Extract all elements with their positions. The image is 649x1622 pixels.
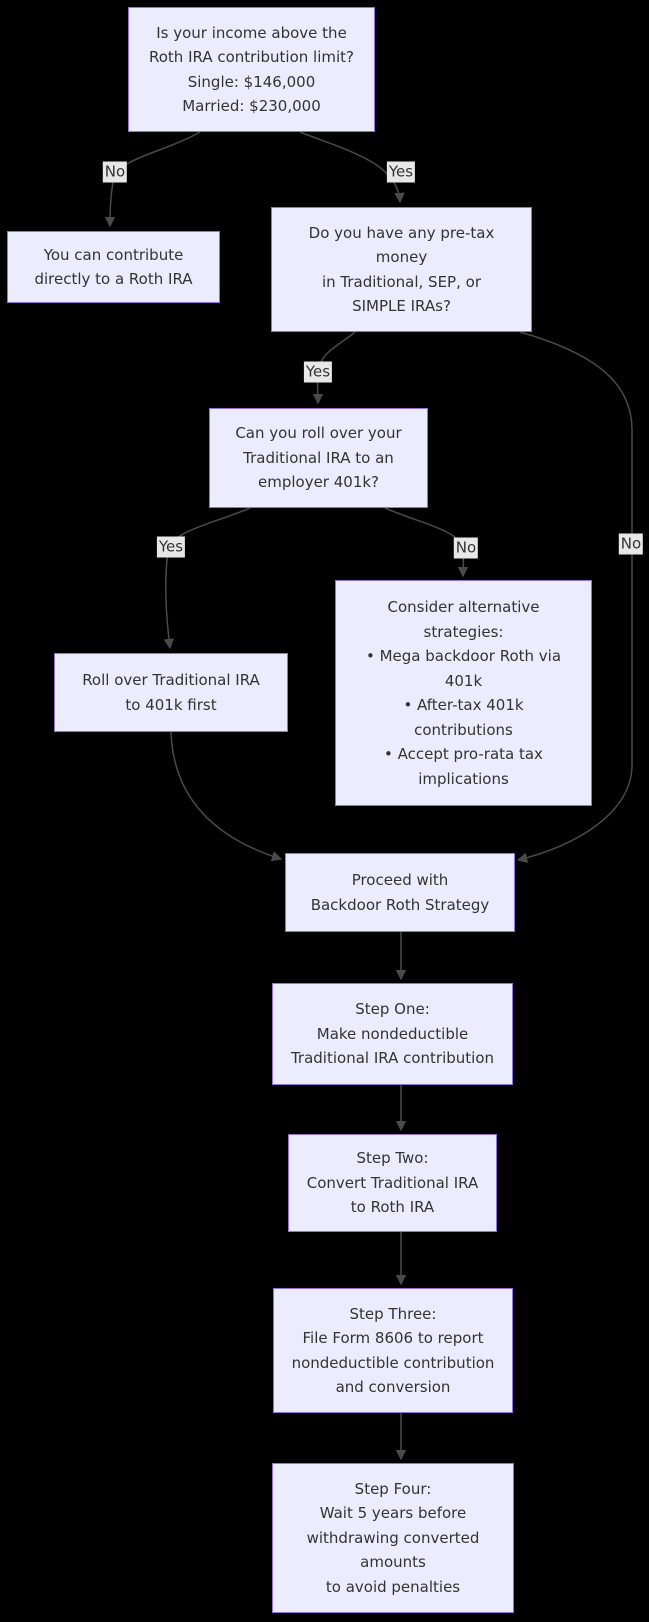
node-text-line: Single: $146,000 (187, 72, 316, 91)
node-proceed-backdoor: Proceed with Backdoor Roth Strategy (285, 853, 515, 932)
node-text-line: Step Three: (349, 1304, 437, 1323)
node-text-line: and conversion (335, 1378, 451, 1396)
node-contribute-directly: You can contribute directly to a Roth IR… (7, 231, 220, 303)
node-text-line: Consider alternative (387, 598, 540, 616)
edge-pretax-no (516, 331, 633, 863)
node-text-line: Step One: (355, 1000, 430, 1019)
edge-rollover-yes (163, 507, 251, 650)
node-text-line: employer 401k? (257, 473, 380, 492)
node-text-line: Step Four: (354, 1479, 432, 1498)
node-text-line: Make nondeductible (316, 1024, 469, 1043)
node-step-four: Step Four: Wait 5 years before withdrawi… (272, 1463, 514, 1613)
edge-label-no-to-contribute: No (102, 161, 128, 183)
node-text-line: Roll over Traditional IRA (82, 671, 260, 689)
node-text-line: • Accept pro-rata tax (384, 745, 543, 763)
edge-income-limit-yes (299, 131, 405, 204)
node-text-line: Convert Traditional IRA (306, 1173, 479, 1192)
node-text-line: Married: $230,000 (182, 97, 321, 115)
node-text-line: Do you have any pre-tax (308, 223, 495, 242)
node-text-line: You can contribute (43, 245, 184, 264)
node-text-line: • After-tax 401k (403, 696, 524, 714)
node-text-line: strategies: (423, 622, 504, 641)
edge-label-yes-to-pretax: Yes (386, 161, 416, 183)
node-rollover-question: Can you roll over your Traditional IRA t… (209, 408, 428, 508)
node-step-two: Step Two: Convert Traditional IRA to Rot… (288, 1134, 497, 1232)
node-text-line: withdrawing converted (306, 1528, 480, 1547)
edge-label-yes-to-rollover-q: Yes (303, 361, 333, 383)
edge-label-yes-to-rollover-first: Yes (156, 536, 186, 558)
node-text-line: to avoid penalties (325, 1577, 461, 1596)
node-text-line: File Form 8606 to report (302, 1329, 484, 1347)
node-text-line: in Traditional, SEP, or (321, 272, 481, 291)
node-text-line: contributions (414, 720, 513, 739)
node-text-line: directly to a Roth IRA (34, 270, 193, 288)
node-text-line: Roth IRA contribution limit? (149, 48, 354, 66)
node-text-line: amounts (360, 1553, 426, 1572)
node-text-line: implications (418, 769, 509, 788)
node-text-line: Step Two: (356, 1149, 429, 1168)
node-text-line: 401k (444, 671, 483, 690)
edge-rollover-first-to-proceed (170, 731, 283, 862)
node-text-line: Is your income above the (156, 23, 347, 42)
node-income-limit-question: Is your income above the Roth IRA contri… (128, 7, 375, 132)
node-text-line: Wait 5 years before (319, 1504, 467, 1523)
edge-rollover-no (384, 507, 469, 578)
edge-label-no-to-alternatives: No (453, 537, 479, 559)
edge-label-no-to-proceed: No (618, 533, 644, 555)
node-step-three: Step Three: File Form 8606 to report non… (273, 1288, 513, 1413)
node-rollover-first: Roll over Traditional IRA to 401k first (54, 653, 288, 732)
node-text-line: Can you roll over your (235, 424, 402, 443)
node-text-line: Backdoor Roth Strategy (310, 895, 490, 914)
node-step-one: Step One: Make nondeductible Traditional… (272, 983, 513, 1085)
node-text-line: • Mega backdoor Roth via (365, 647, 562, 665)
node-text-line: Traditional IRA to an (243, 448, 394, 467)
node-text-line: to Roth IRA (350, 1198, 435, 1217)
node-text-line: nondeductible contribution (291, 1353, 495, 1372)
node-text-line: SIMPLE IRAs? (352, 297, 451, 315)
node-alternative-strategies: Consider alternative strategies: • Mega … (335, 580, 592, 806)
node-text-line: Traditional IRA contribution (290, 1049, 495, 1068)
node-text-line: Proceed with (351, 871, 449, 889)
node-pretax-money-question: Do you have any pre-tax money in Traditi… (271, 207, 532, 332)
node-text-line: to 401k first (125, 695, 217, 714)
node-text-line: money (375, 248, 428, 266)
